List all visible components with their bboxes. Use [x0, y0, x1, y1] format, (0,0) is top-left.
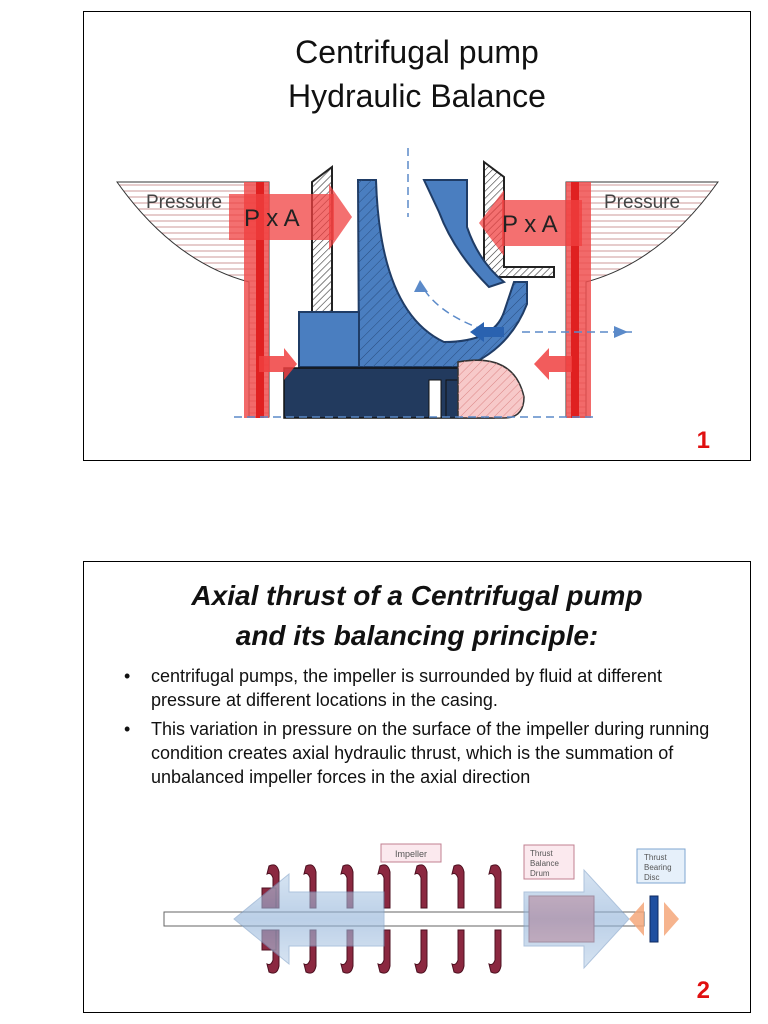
- hydraulic-balance-diagram: Pressure Pressure: [116, 148, 719, 419]
- slide-2-title-line-1: Axial thrust of a Centrifugal pump: [191, 580, 643, 611]
- slide-2-title: Axial thrust of a Centrifugal pump and i…: [84, 576, 750, 656]
- thrust-arrow-left: [233, 872, 385, 966]
- thrust-bearing-disc: [629, 895, 679, 943]
- force-label-left: P x A: [244, 205, 300, 232]
- blue-flow-arrow: [470, 322, 484, 342]
- bullet-item: •centrifugal pumps, the impeller is surr…: [124, 666, 662, 710]
- bullet-item: •This variation in pressure on the surfa…: [124, 719, 710, 787]
- callout-balance-drum: Thrust Balance Drum: [523, 844, 575, 880]
- flow-arrowhead: [414, 280, 428, 292]
- slide-number-1: 1: [696, 427, 710, 454]
- small-arrow-right: [534, 348, 572, 380]
- thrust-balance-diagram: Impeller Thrust Balance Drum Thrust Bear…: [163, 843, 686, 974]
- disc-label-line-2: Bearing: [644, 863, 672, 872]
- drum-label-line-2: Balance: [530, 859, 559, 868]
- slide-number-2: 2: [696, 977, 710, 1004]
- disc-label-line-3: Disc: [644, 873, 660, 882]
- slide-2: Axial thrust of a Centrifugal pump and i…: [83, 561, 751, 1013]
- impeller-label: Impeller: [395, 849, 427, 859]
- bullet-dot-icon: •: [124, 666, 131, 686]
- flow-lines: [234, 148, 632, 418]
- pressure-label-right: Pressure: [604, 192, 680, 213]
- callout-impeller: Impeller: [380, 843, 442, 863]
- slide-2-title-line-2: and its balancing principle:: [235, 620, 599, 651]
- callout-bearing-disc: Thrust Bearing Disc: [636, 848, 686, 884]
- bullet-list: •centrifugal pumps, the impeller is surr…: [124, 664, 730, 794]
- small-arrow-left: [259, 348, 297, 380]
- force-arrow-left: P x A: [229, 184, 352, 250]
- flow-arrowhead: [614, 326, 628, 338]
- thrust-arrow-right: [523, 868, 630, 970]
- bullet-dot-icon: •: [124, 719, 131, 739]
- pressure-label-left: Pressure: [146, 192, 222, 213]
- force-arrow-right: P x A: [479, 190, 582, 256]
- right-pressure-diagram: Pressure: [565, 181, 719, 418]
- disc-label-line-1: Thrust: [644, 853, 667, 862]
- drum-label-line-1: Thrust: [530, 849, 553, 858]
- slide-1-title-line-1: Centrifugal pump: [295, 34, 539, 70]
- slide-1-title: Centrifugal pump Hydraulic Balance: [84, 30, 750, 118]
- drum-label-line-3: Drum: [530, 869, 550, 878]
- force-label-right: P x A: [502, 211, 558, 238]
- slide-1: Centrifugal pump Hydraulic Balance Press…: [83, 11, 751, 461]
- slide-1-title-line-2: Hydraulic Balance: [288, 78, 546, 114]
